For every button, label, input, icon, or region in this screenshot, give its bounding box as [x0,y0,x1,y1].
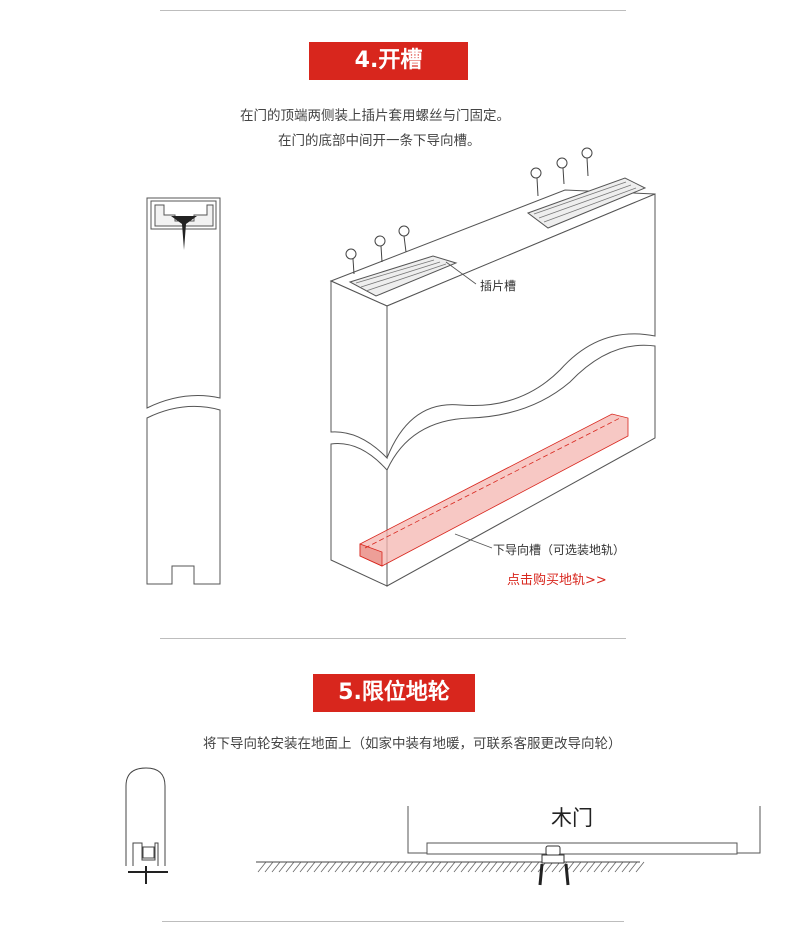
section-badge-4: 4.开槽 [309,42,468,80]
top-divider [160,10,626,11]
screw-icon [171,216,197,250]
section-divider [160,638,626,639]
section4-desc-line2: 在门的底部中间开一条下导向槽。 [278,133,481,149]
section-badge-5: 5.限位地轮 [313,674,475,712]
slot-label: 插片槽 [480,279,517,293]
section4-desc-line1: 在门的顶端两侧装上插片套用螺丝与门固定。 [240,108,510,124]
section5-desc: 将下导向轮安装在地面上（如家中装有地暖，可联系客服更改导向轮） [203,736,622,752]
guide-groove-label: 下导向槽（可选装地轨） [493,543,626,557]
buy-floor-rail-link[interactable]: 点击购买地轨>> [507,573,607,588]
wood-door-label: 木门 [551,806,593,830]
bottom-divider [162,921,624,922]
